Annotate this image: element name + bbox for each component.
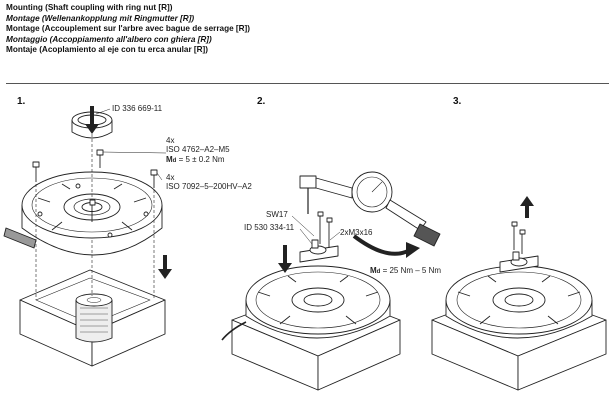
title-italian: Montaggio (Accoppiamento all'albero con … <box>6 34 212 44</box>
step2-rotation-arrow <box>352 234 420 258</box>
title-spanish: Montaje (Acoplamiento al eje con tu erca… <box>6 45 208 55</box>
torque-value: = 5 ± 0.2 Nm <box>178 155 225 164</box>
step2-torque-wrench <box>299 171 441 247</box>
torque-symbol: M <box>166 155 173 164</box>
screw-qty-label: 4x <box>166 136 175 145</box>
step2-mounting-tool <box>299 239 339 263</box>
step3-mounting-tool <box>499 251 539 273</box>
step2-torque-symbol: M <box>370 266 377 275</box>
washer-spec-label: ISO 7092–5–200HV–A2 <box>166 182 252 191</box>
screw-spec-label: ISO 4762–A2–M5 <box>166 145 230 154</box>
step-number-1: 1. <box>17 96 26 107</box>
step2-tool-screws <box>317 211 333 248</box>
washer-qty-label: 4x <box>166 173 175 182</box>
step1-side-arrow <box>158 255 172 279</box>
wrench-size-label: SW17 <box>266 210 288 219</box>
title-block: Mounting (Shaft coupling with ring nut [… <box>6 3 606 56</box>
step2-encoder <box>221 265 391 341</box>
header-divider <box>6 83 609 84</box>
step2-figure <box>221 171 441 391</box>
torque-subscript: d <box>172 158 177 164</box>
step1-figure <box>3 106 172 367</box>
step1-leaders <box>95 108 167 181</box>
step-number-2: 2. <box>257 96 266 107</box>
step1-screws <box>32 149 158 222</box>
tool-id-label: ID 530 334-11 <box>244 223 295 232</box>
step3-up-arrow <box>520 196 534 218</box>
step1-encoder <box>3 171 163 256</box>
step2-torque-label: Md = 25 Nm – 5 Nm <box>370 266 441 278</box>
step1-torque-label: Md = 5 ± 0.2 Nm <box>166 155 225 167</box>
step1-shaft <box>75 293 113 343</box>
step2-torque-value: = 25 Nm – 5 Nm <box>382 266 442 275</box>
step1-down-arrow <box>85 106 99 134</box>
title-german: Montage (Wellenankopplung mit Ringmutter… <box>6 13 195 23</box>
step3-encoder <box>445 265 593 339</box>
title-french: Montage (Accouplement sur l'arbre avec b… <box>6 24 250 34</box>
step2-leaders <box>291 215 341 245</box>
step1-guide-lines <box>35 134 155 300</box>
step-number-3: 3. <box>453 96 462 107</box>
step2-torque-subscript: d <box>376 269 381 275</box>
tool-screws-label: 2xM3x16 <box>340 228 373 237</box>
step2-down-arrow <box>278 245 292 273</box>
title-english: Mounting (Shaft coupling with ring nut [… <box>6 3 173 12</box>
ring-nut-id-label: ID 336 669-11 <box>112 104 163 113</box>
step3-removed-screws <box>511 221 526 254</box>
step3-figure <box>431 196 607 391</box>
